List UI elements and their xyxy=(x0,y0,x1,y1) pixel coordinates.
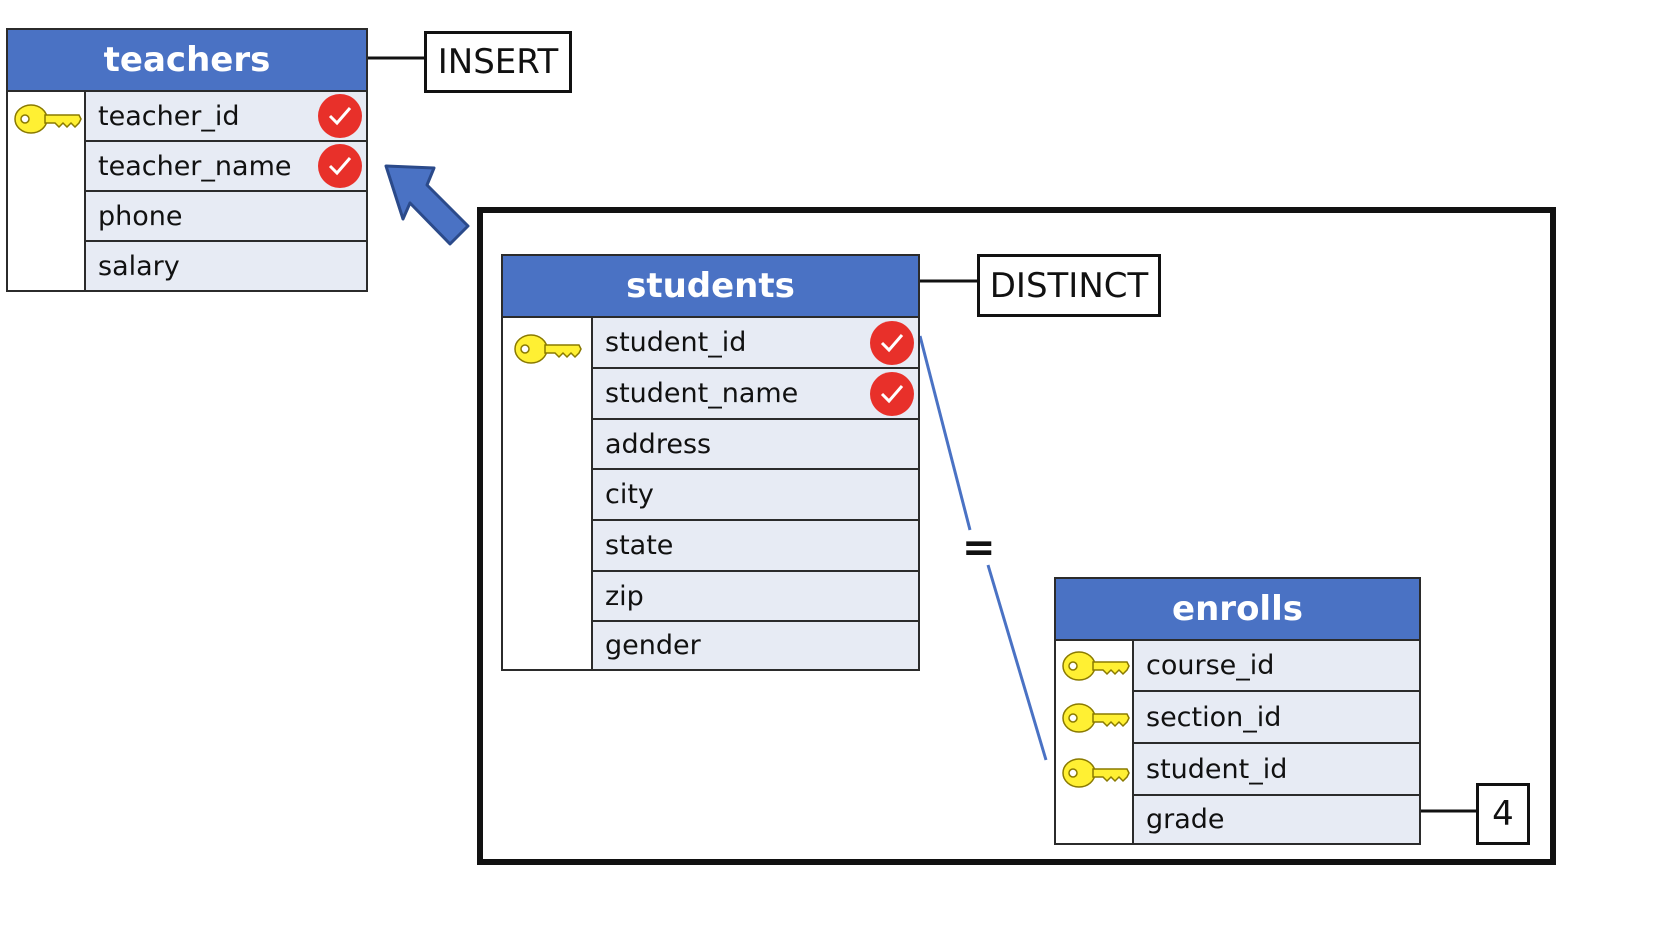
checkmark-icon xyxy=(870,371,914,416)
teachers-row-teacher-id: teacher_id xyxy=(86,92,366,142)
field-name: section_id xyxy=(1146,701,1282,733)
key-icon xyxy=(1059,699,1131,741)
teachers-row-salary: salary xyxy=(86,242,366,290)
field-name: city xyxy=(605,479,654,510)
field-name: teacher_name xyxy=(98,150,292,182)
teachers-table: teachers teacher_id teacher_name phone s… xyxy=(6,28,368,292)
limit-label: 4 xyxy=(1476,783,1530,845)
field-name: zip xyxy=(605,580,644,612)
join-line-upper xyxy=(918,335,972,531)
distinct-label: DISTINCT xyxy=(977,254,1161,317)
field-name: student_id xyxy=(605,327,747,358)
enrolls-row-student-id: student_id xyxy=(1134,744,1419,796)
field-name: teacher_id xyxy=(98,100,240,132)
field-name: student_name xyxy=(605,378,799,409)
enrolls-row-course-id: course_id xyxy=(1134,641,1419,692)
field-name: address xyxy=(605,428,712,460)
join-line-lower xyxy=(986,564,1048,761)
key-icon xyxy=(511,330,583,372)
enrolls-table-title: enrolls xyxy=(1056,579,1419,641)
checkmark-icon xyxy=(318,94,362,138)
students-row-zip: zip xyxy=(593,572,918,622)
arrow-up-left-icon xyxy=(384,164,470,246)
field-name: student_id xyxy=(1146,753,1288,785)
students-key-column xyxy=(503,318,593,669)
field-name: gender xyxy=(605,630,701,661)
students-row-city: city xyxy=(593,470,918,521)
field-name: phone xyxy=(98,200,183,232)
enrolls-row-grade: grade xyxy=(1134,796,1419,843)
students-table: students student_id student_name address… xyxy=(501,254,920,671)
students-row-student-name: student_name xyxy=(593,369,918,420)
subquery-frame xyxy=(477,207,1556,865)
students-table-title: students xyxy=(503,256,918,318)
key-icon xyxy=(1059,754,1131,796)
students-row-student-id: student_id xyxy=(593,318,918,369)
field-name: state xyxy=(605,530,674,561)
field-name: salary xyxy=(98,250,180,282)
students-row-state: state xyxy=(593,521,918,572)
key-icon xyxy=(11,100,83,142)
teachers-table-title: teachers xyxy=(8,30,366,92)
key-icon xyxy=(1059,647,1131,689)
checkmark-icon xyxy=(318,144,362,188)
enrolls-table: enrolls course_id section_id xyxy=(1054,577,1421,845)
teachers-row-phone: phone xyxy=(86,192,366,242)
enrolls-row-section-id: section_id xyxy=(1134,692,1419,744)
insert-label: INSERT xyxy=(424,31,572,93)
checkmark-icon xyxy=(870,320,914,365)
field-name: grade xyxy=(1146,804,1225,835)
field-name: course_id xyxy=(1146,650,1275,681)
teachers-row-teacher-name: teacher_name xyxy=(86,142,366,192)
students-row-gender: gender xyxy=(593,622,918,669)
join-equals-symbol: = xyxy=(962,525,996,571)
students-row-address: address xyxy=(593,420,918,470)
